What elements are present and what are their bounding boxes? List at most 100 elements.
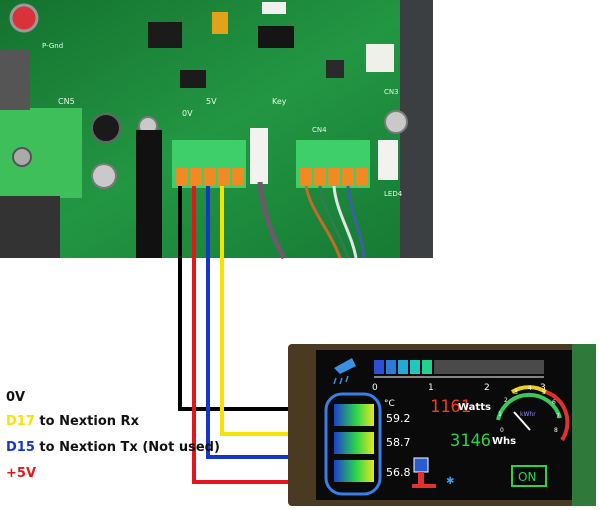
- header-pins: [262, 2, 286, 14]
- terminal-lever: [232, 168, 244, 186]
- legend-text: +5V: [6, 466, 36, 481]
- board-label: Key: [272, 97, 287, 106]
- scale-tick-label: 1: [428, 383, 434, 393]
- wires: [178, 186, 292, 484]
- board-label: 0V: [182, 109, 193, 118]
- terminal-lever: [204, 168, 216, 186]
- sensor-wire: [332, 185, 358, 259]
- board-label: CN3: [384, 88, 399, 96]
- power-bar-segment: [410, 360, 420, 374]
- wire-d15-tx: [206, 186, 292, 459]
- terminal-lever: [356, 168, 368, 186]
- ic-chip: [180, 70, 206, 88]
- connector-screw: [12, 147, 32, 167]
- gauge-arc-green: [496, 392, 562, 421]
- power-cable: [0, 196, 60, 258]
- gauge-tick-label: 3: [514, 389, 518, 396]
- legend-5v: +5V: [6, 466, 36, 481]
- controller-board: CN5 P-Gnd 0V 5V Key LED4 CN3 CN4: [0, 0, 433, 260]
- water-tank: [324, 392, 382, 496]
- gauge-tick-label: 1: [498, 411, 502, 418]
- legend-text: to Nextion Rx: [34, 414, 139, 429]
- mounting-screw: [384, 110, 408, 134]
- tank-layer-bot: [334, 460, 374, 482]
- gauge-arc-yellow: [510, 385, 548, 394]
- energy-gauge: kWhr 0 1 2 3 4 5 6 7 8: [496, 385, 570, 442]
- legend-d15: D15 to Nextion Tx (Not used): [6, 440, 220, 455]
- shower-icon: [333, 358, 356, 385]
- on-button-label[interactable]: ON: [518, 470, 536, 484]
- power-bar-segment: [422, 360, 432, 374]
- gauge-tick-label: 5: [542, 389, 546, 396]
- audio-cable: [136, 130, 162, 258]
- on-button[interactable]: ON: [511, 465, 547, 487]
- tank-layer-top: [334, 404, 374, 426]
- whs-value: 3146: [450, 431, 491, 451]
- gauge-tick-label: 2: [504, 397, 508, 404]
- sensor-wire: [318, 185, 350, 259]
- gauge-tick-label: 7: [556, 413, 560, 420]
- key-switch: [326, 60, 344, 78]
- sensor-wire: [346, 185, 366, 259]
- terminal-lever: [300, 168, 312, 186]
- temperature-unit: °C: [384, 399, 395, 409]
- power-connector: [0, 108, 82, 198]
- wire-d17-rx: [220, 186, 292, 436]
- sensor-wire: [304, 185, 342, 259]
- ic-chip: [258, 26, 294, 48]
- legend-pin: D17: [6, 414, 35, 429]
- bluetooth-icon: ✱: [446, 476, 454, 487]
- grey-cable: [257, 181, 287, 260]
- gauge-unit: kWhr: [520, 411, 536, 418]
- temperature-top: 59.2: [386, 412, 411, 425]
- legend-pin: D15: [6, 440, 35, 455]
- nextion-display: 0 1 2 3 °C 59.2 58.7 56.8: [288, 344, 596, 506]
- power-bar-segment: [386, 360, 396, 374]
- wire-0v: [178, 186, 292, 411]
- power-bar: 0 1 2 3: [372, 360, 546, 393]
- red-button: [9, 3, 39, 33]
- scale-tick-label: 2: [484, 383, 490, 393]
- ic-chip: [148, 22, 182, 48]
- gauge-tick-label: 4: [528, 385, 532, 392]
- mounting-screw: [91, 163, 117, 189]
- white-connector: [378, 140, 398, 180]
- capacitor: [212, 12, 228, 34]
- gauge-tick-label: 8: [554, 427, 558, 434]
- board-label: 5V: [206, 97, 217, 106]
- tank-layer-mid: [334, 432, 374, 454]
- display-edge-board: [572, 344, 596, 506]
- whs-label: Whs: [492, 436, 516, 447]
- terminal-lever: [176, 168, 188, 186]
- board-label: CN4: [312, 126, 327, 134]
- watts-value: 1161: [430, 397, 471, 417]
- temperature-bottom: 56.8: [386, 466, 411, 479]
- terminal-lever: [190, 168, 202, 186]
- on-button-frame[interactable]: [511, 465, 547, 487]
- gauge-tick-label: 6: [552, 399, 556, 406]
- gauge-needle: [513, 411, 531, 431]
- tap-icon: [412, 457, 436, 488]
- relay-block: [0, 50, 30, 110]
- scale-tick-label: 3: [540, 383, 546, 393]
- electrolytic-capacitor: [91, 113, 121, 143]
- terminal-lever: [342, 168, 354, 186]
- gauge-tick-label: 0: [500, 427, 504, 434]
- tank-outline: [324, 392, 382, 496]
- terminal-lever: [314, 168, 326, 186]
- legend-text: to Nextion Tx (Not used): [34, 440, 220, 455]
- terminal-lever: [328, 168, 340, 186]
- board-label: CN5: [58, 97, 75, 106]
- legend-d17: D17 to Nextion Rx: [6, 414, 139, 429]
- white-connector: [250, 128, 268, 184]
- legend-0v: 0V: [6, 390, 25, 405]
- power-bar-segment: [374, 360, 384, 374]
- power-bar-empty: [434, 360, 544, 374]
- power-bar-segment: [398, 360, 408, 374]
- wire-5v: [192, 186, 292, 484]
- board-label: P-Gnd: [42, 42, 63, 50]
- scale-tick-label: 0: [372, 383, 378, 393]
- terminal-lever: [218, 168, 230, 186]
